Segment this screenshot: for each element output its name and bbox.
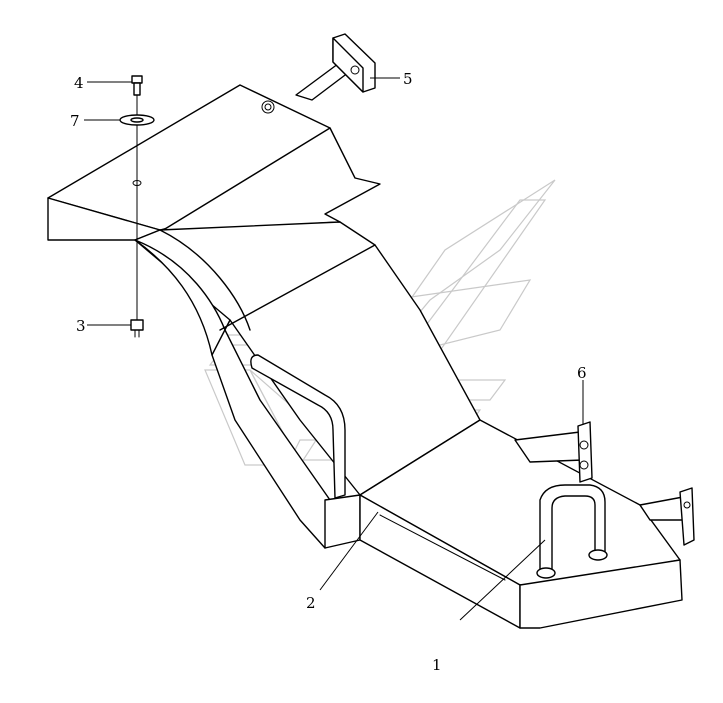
callout-6: 6 xyxy=(577,364,587,382)
callout-5: 5 xyxy=(403,70,413,88)
mounting-bracket-front xyxy=(514,421,695,546)
mounting-bracket-rear xyxy=(295,33,376,101)
cover-rear-block xyxy=(47,84,381,241)
callout-leaders xyxy=(84,77,584,621)
fastener-stack xyxy=(119,75,155,338)
callout-2: 2 xyxy=(306,594,316,612)
callout-4: 4 xyxy=(74,74,84,92)
cover-sloping-body xyxy=(134,221,481,549)
grab-handle xyxy=(536,484,608,579)
callout-7: 7 xyxy=(70,112,80,130)
grab-handle-upper xyxy=(250,354,346,499)
callout-3: 3 xyxy=(76,317,86,335)
callout-1: 1 xyxy=(432,656,442,674)
callout-labels: 1 2 3 4 5 6 7 xyxy=(70,70,587,674)
